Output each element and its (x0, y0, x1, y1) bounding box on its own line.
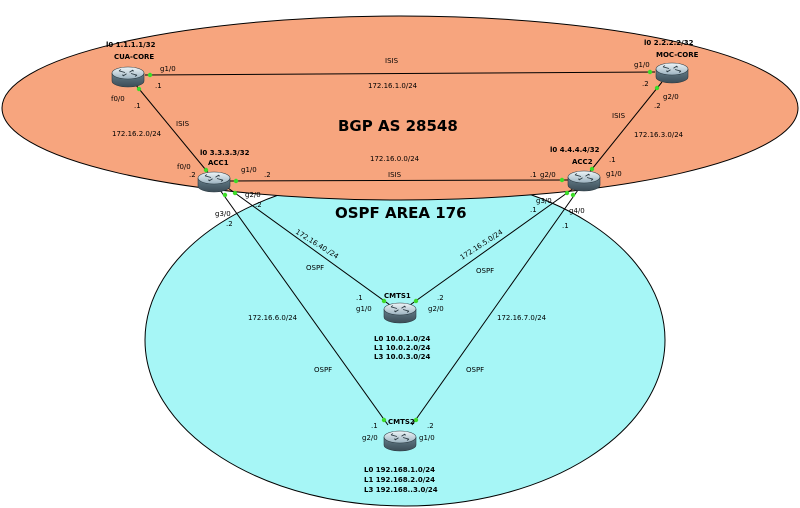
router-loopback: L3 10.0.3.0/24 (374, 353, 431, 361)
router-acc1[interactable]: l0 3.3.3.3/32 ACC1 (197, 149, 250, 193)
router-name: ACC2 (572, 158, 593, 166)
link-moc-acc2 (587, 81, 663, 175)
interface-label: g1/0 (160, 65, 176, 73)
link-protocol: OSPF (314, 366, 332, 374)
ip-suffix-label: .1 (155, 82, 162, 90)
link-cua-moc (144, 71, 656, 76)
interface-label: g1/0 (634, 61, 650, 69)
link-protocol: OSPF (476, 267, 494, 275)
interface-label: g1/0 (356, 305, 372, 313)
link-acc1-cmts1 (227, 187, 391, 306)
router-loopback: L1 10.0.2.0/24 (374, 344, 431, 352)
link-subnet: 172.16.0.0/24 (370, 155, 420, 163)
interface-label: g1/0 (606, 170, 622, 178)
interface-label: g2/0 (428, 305, 444, 313)
ip-suffix-label: .1 (530, 206, 537, 214)
ip-suffix-label: .1 (356, 294, 363, 302)
router-loopback: L3 192.168..3.0/24 (364, 486, 438, 494)
router-loopback: L0 192.168.1.0/24 (364, 466, 435, 474)
router-icon (383, 430, 417, 452)
ip-suffix-label: .1 (530, 171, 537, 179)
bgp-as-region (1, 15, 799, 201)
link-subnet: 172.16.2.0/24 (112, 130, 162, 138)
interface-label: g2/0 (245, 191, 261, 199)
ip-suffix-label: .2 (427, 422, 434, 430)
router-icon (197, 171, 231, 193)
interface-label: g2/0 (663, 93, 679, 101)
router-cmts2[interactable]: CMTS2 L0 192.168.1.0/24 L1 192.168.2.0/2… (364, 418, 438, 494)
interface-label: g3/0 (215, 210, 231, 218)
ip-suffix-label: .1 (371, 422, 378, 430)
interface-label: g2/0 (540, 171, 556, 179)
link-protocol: ISIS (176, 120, 190, 128)
router-icon (567, 170, 601, 192)
ip-suffix-label: .2 (264, 171, 271, 179)
router-moc-core[interactable]: l0 2.2.2.2/32 MOC-CORE (644, 39, 699, 84)
link-protocol: ISIS (388, 171, 402, 179)
router-name: MOC-CORE (656, 51, 699, 59)
interface-label: g4/0 (569, 207, 585, 215)
link-protocol: OSPF (466, 366, 484, 374)
ip-suffix-label: .2 (189, 171, 196, 179)
router-name: CUA-CORE (114, 53, 154, 61)
router-loopback: L1 192.168.2.0/24 (364, 476, 435, 484)
router-loopback: L0 10.0.1.0/24 (374, 335, 431, 343)
link-cua-acc1 (134, 83, 211, 176)
router-loopback: l0 1.1.1.1/32 (106, 41, 156, 49)
ip-suffix-label: .2 (255, 201, 262, 209)
router-name: CMTS1 (384, 292, 411, 300)
link-subnet: 172.16.3.0/24 (634, 131, 684, 139)
link-protocol: ISIS (612, 112, 626, 120)
link-protocol: ISIS (385, 57, 399, 65)
interface-label: g1/0 (419, 434, 435, 442)
interface-label: f0/0 (177, 163, 191, 171)
ip-suffix-label: .2 (654, 102, 661, 110)
link-protocol: OSPF (306, 264, 324, 272)
link-acc2-cmts1 (409, 187, 575, 306)
link-endpoint-markers (136, 69, 660, 423)
link-acc1-cmts2 (219, 189, 389, 426)
links (134, 71, 663, 426)
bgp-region-label: BGP AS 28548 (338, 117, 458, 135)
router-icon (383, 302, 417, 324)
router-loopback: l0 3.3.3.3/32 (200, 149, 250, 157)
link-subnet: 172.16.6.0/24 (248, 314, 298, 322)
ip-suffix-label: .1 (562, 222, 569, 230)
ip-suffix-label: .2 (226, 220, 233, 228)
router-name: ACC1 (208, 159, 229, 167)
ip-suffix-label: .2 (642, 80, 649, 88)
interface-label: g2/0 (362, 434, 378, 442)
link-acc1-acc2 (229, 179, 569, 182)
router-cua-core[interactable]: l0 1.1.1.1/32 CUA-CORE (106, 41, 156, 88)
router-acc2[interactable]: l0 4.4.4.4/32 ACC2 (550, 146, 601, 192)
ip-suffix-label: .1 (609, 156, 616, 164)
router-cmts1[interactable]: CMTS1 L0 10.0.1.0/24 L1 10.0.2.0/24 L3 1… (374, 292, 431, 361)
router-loopback: l0 2.2.2.2/32 (644, 39, 694, 47)
interface-label: g1/0 (241, 166, 257, 174)
router-loopback: l0 4.4.4.4/32 (550, 146, 600, 154)
link-acc2-cmts2 (411, 189, 579, 426)
link-subnet: 172.16.7.0/24 (497, 314, 547, 322)
interface-label: f0/0 (111, 95, 125, 103)
interface-label: g3/0 (536, 197, 552, 205)
router-icon (111, 66, 145, 88)
ip-suffix-label: .2 (437, 294, 444, 302)
ospf-region-label: OSPF AREA 176 (335, 204, 467, 222)
link-subnet: 172.16.1.0/24 (368, 82, 418, 90)
ip-suffix-label: .1 (134, 102, 141, 110)
router-icon (655, 62, 689, 84)
router-name: CMTS2 (388, 418, 415, 426)
